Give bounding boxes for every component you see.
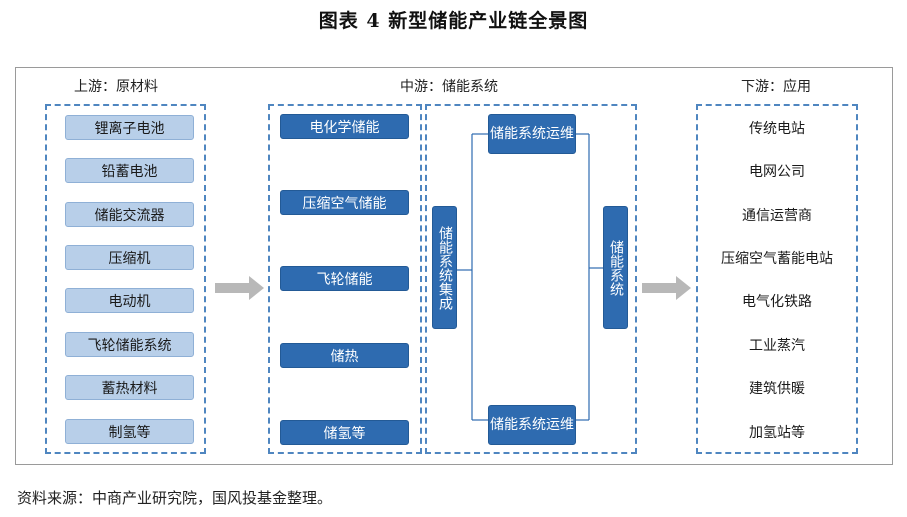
storage-system-box: 储能系统 (603, 206, 628, 329)
application-item: 通信运营商 (742, 208, 812, 224)
upstream-item: 蓄热材料 (65, 375, 194, 400)
midstream-system-container (425, 104, 637, 454)
application-item: 电网公司 (749, 164, 805, 180)
system-ops-box-top: 储能系统运维 (488, 114, 576, 154)
arrow-midstream-to-downstream (642, 276, 691, 300)
upstream-item: 制氢等 (65, 419, 194, 444)
figure-title: 图表 4 新型储能产业链全景图 (318, 10, 589, 32)
system-integration-box: 储能系统集成 (432, 206, 457, 329)
midstream-header: 中游：储能系统 (400, 79, 498, 95)
upstream-item: 飞轮储能系统 (65, 332, 194, 357)
application-item: 加氢站等 (749, 425, 805, 441)
upstream-item: 储能交流器 (65, 202, 194, 227)
storage-type-box: 电化学储能 (280, 114, 409, 139)
upstream-item: 锂离子电池 (65, 115, 194, 140)
upstream-item: 压缩机 (65, 245, 194, 270)
midstream-categories-container (268, 104, 422, 454)
downstream-container (696, 104, 858, 454)
application-item: 工业蒸汽 (749, 338, 805, 354)
upstream-container (45, 104, 206, 454)
upstream-header: 上游：原材料 (74, 79, 158, 95)
storage-type-box: 储热 (280, 343, 409, 368)
application-item: 电气化铁路 (742, 294, 812, 310)
upstream-item: 电动机 (65, 288, 194, 313)
storage-type-box: 飞轮储能 (280, 266, 409, 291)
downstream-header: 下游：应用 (741, 79, 811, 95)
storage-type-box: 储氢等 (280, 420, 409, 445)
application-item: 传统电站 (749, 121, 805, 137)
application-item: 压缩空气蓄能电站 (721, 251, 833, 267)
source-note: 资料来源：中商产业研究院，国风投基金整理。 (17, 489, 333, 507)
application-item: 建筑供暖 (749, 381, 805, 397)
diagram-frame (15, 67, 893, 465)
storage-type-box: 压缩空气储能 (280, 190, 409, 215)
arrow-upstream-to-midstream (215, 276, 264, 300)
system-ops-box-bottom: 储能系统运维 (488, 405, 576, 445)
upstream-item: 铅蓄电池 (65, 158, 194, 183)
